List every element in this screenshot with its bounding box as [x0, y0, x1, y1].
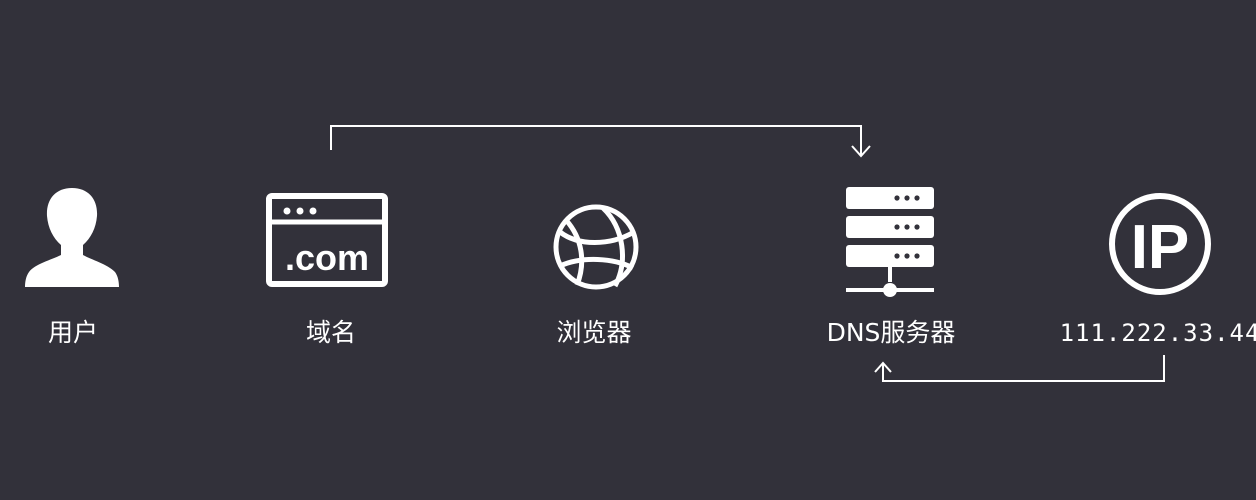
label-domain: 域名 — [305, 318, 357, 347]
arrow-domain-to-dns — [330, 125, 871, 158]
server-stack-icon — [846, 187, 934, 297]
ip-icon-text: IP — [1131, 213, 1190, 282]
domain-icon-text: .com — [285, 237, 369, 278]
globe-icon — [553, 204, 639, 290]
label-dns-server: DNS服务器 — [826, 318, 956, 347]
label-browser: 浏览器 — [556, 318, 632, 347]
label-user: 用户 — [47, 318, 99, 347]
label-ip-address: 111.222.33.44 — [1059, 319, 1256, 347]
browser-window-icon: .com — [266, 193, 388, 287]
ip-icon: IP — [1109, 193, 1211, 295]
user-icon — [25, 188, 119, 287]
arrow-ip-to-dns — [874, 355, 1165, 382]
